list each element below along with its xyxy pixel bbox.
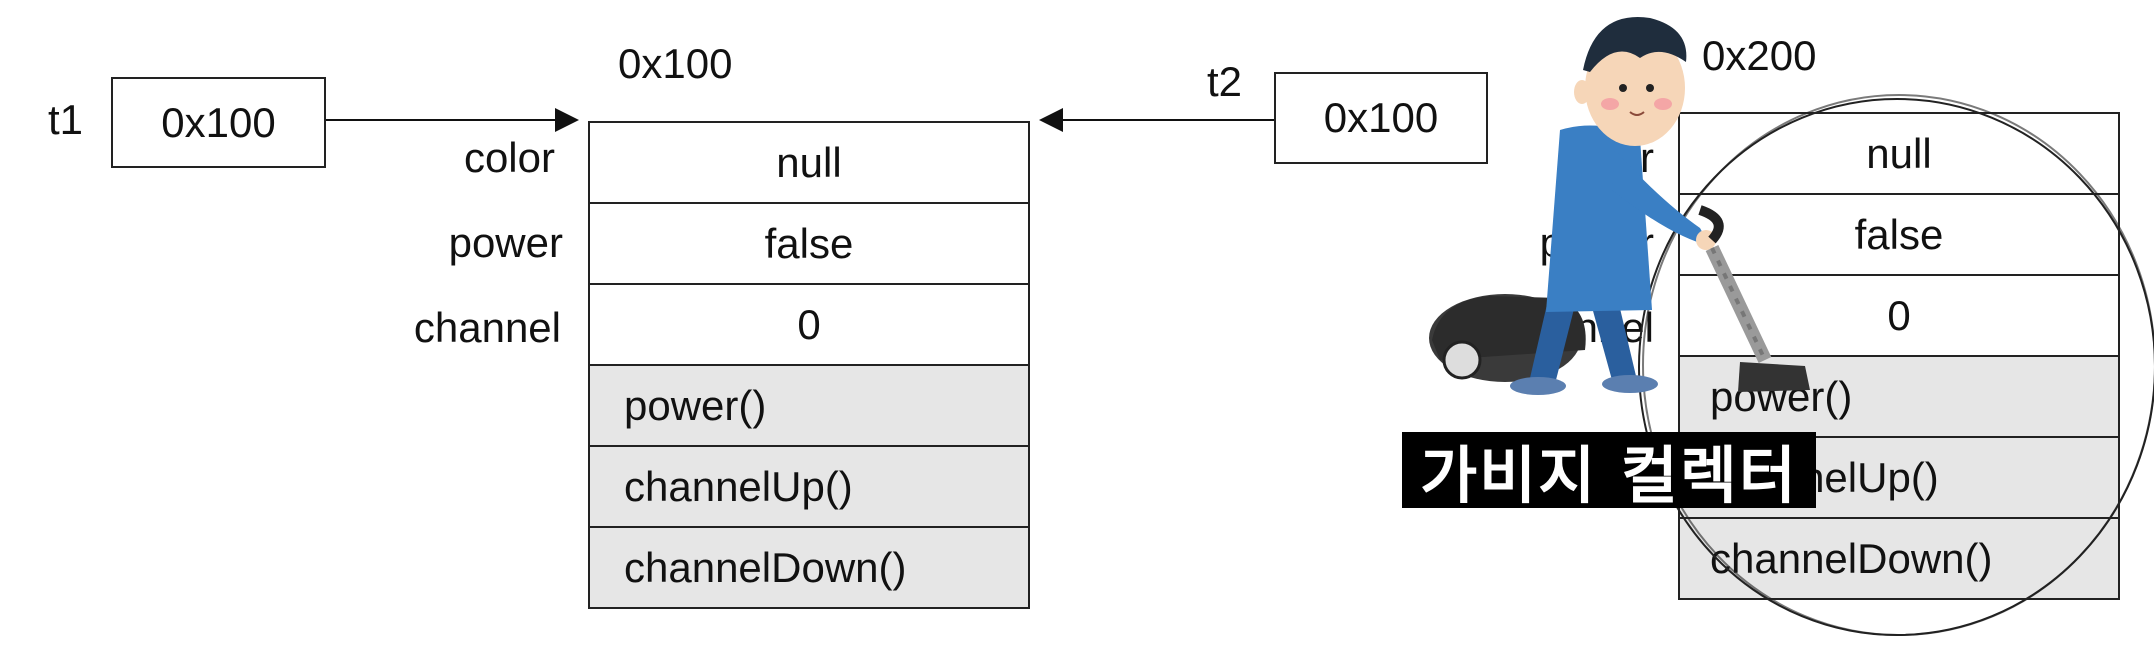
t1-label: t1 [48, 96, 84, 143]
object1-address: 0x100 [618, 40, 733, 87]
t2-reference-box: 0x100 [1274, 72, 1488, 164]
t2-label: t2 [1207, 58, 1243, 105]
person-vacuuming-icon [1429, 17, 1810, 395]
object1-field-name-power: power [448, 219, 563, 266]
object2-address: 0x200 [1702, 32, 1817, 79]
t1-reference-box: 0x100 [111, 77, 326, 168]
object1-method-power: power() [588, 364, 1030, 447]
object1-method-channelup: channelUp() [588, 445, 1030, 528]
object1-field-channel-value: 0 [588, 283, 1030, 366]
object2-field-color-value: null [1678, 112, 2120, 195]
collection-circle [1638, 94, 2154, 636]
garbage-collector-label: 가비지 컬렉터 [1402, 432, 1816, 512]
object1-field-name-color: color [463, 134, 555, 181]
object1-field-name-channel: channel [413, 304, 561, 351]
object1-method-channeldown: channelDown() [588, 526, 1030, 609]
object1-memory-block: null false 0 power() channelUp() channel… [588, 121, 1030, 609]
object1-field-color-value: null [588, 121, 1030, 204]
